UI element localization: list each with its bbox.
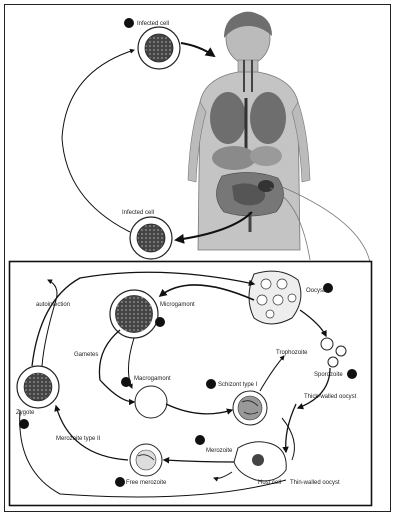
step-badge <box>323 283 333 293</box>
trophozoite-label: Trophozoite <box>276 350 308 356</box>
free-merozoite <box>130 444 162 476</box>
macrogamont-label: Macrogamont <box>134 376 171 382</box>
infected-cell-bottom-label: Infected cell <box>122 210 154 216</box>
infected-cell-top-label: Infected cell <box>137 21 169 27</box>
host-cell-label: Host cell <box>258 480 281 486</box>
zygote <box>17 366 59 408</box>
step-badge <box>206 379 216 389</box>
step-badge <box>115 477 125 487</box>
oocyst-label: Oocyst <box>306 288 325 294</box>
thin-walled-oocyst-label: Thin-walled oocyst <box>290 480 340 486</box>
thick-walled-oocyst-label: Thick-walled oocyst <box>304 394 357 400</box>
macrogamont <box>135 386 167 418</box>
arrow-outer-loop <box>62 50 134 232</box>
microgamont-label: Microgamont <box>160 302 195 308</box>
step-badge <box>124 18 134 28</box>
microgamont <box>110 290 158 338</box>
oocyst <box>249 271 301 324</box>
merozoite-type-ii-label: Merozoite type II <box>56 436 101 442</box>
schizont-label: Schizont type I <box>218 382 258 388</box>
schizont <box>233 391 267 425</box>
infected-cell-top <box>138 27 180 69</box>
gametes-label: Gametes <box>74 352 98 358</box>
step-badge <box>195 435 205 445</box>
step-badge <box>347 369 357 379</box>
infected-cell-bottom <box>130 217 172 259</box>
step-badge <box>19 419 29 429</box>
free-merozoite-label: Free merozoite <box>126 480 167 486</box>
merozoite-label: Merozoite <box>206 448 233 454</box>
arrow-cell-to-body <box>181 43 214 56</box>
step-badge <box>155 317 165 327</box>
zygote-label: Zygote <box>16 410 35 416</box>
life-cycle-inset <box>10 262 372 506</box>
